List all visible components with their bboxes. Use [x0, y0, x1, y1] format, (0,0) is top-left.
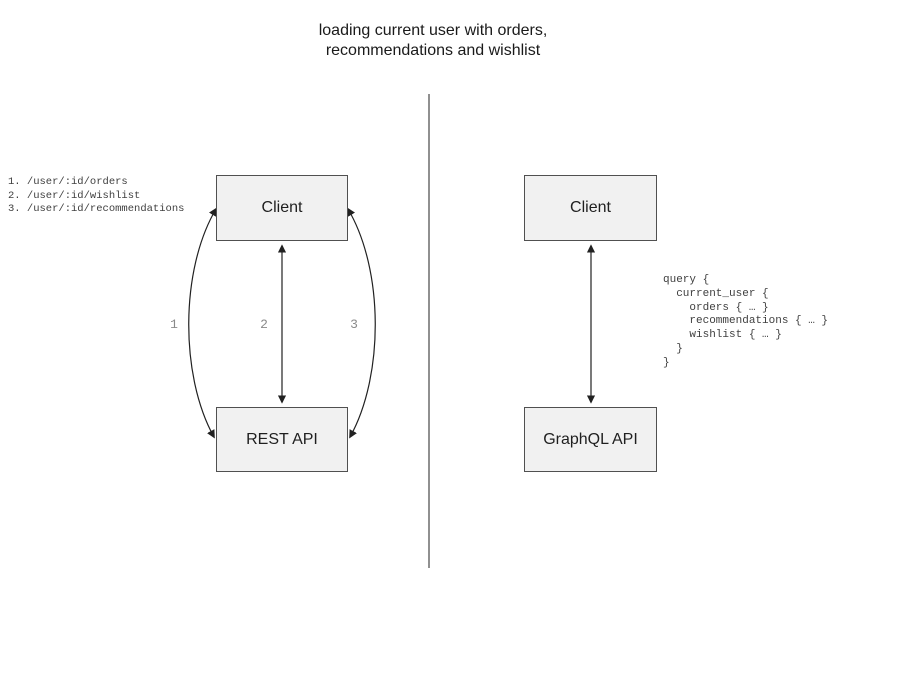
rest-endpoint-wishlist: 2. /user/:id/wishlist: [8, 189, 141, 202]
rest-endpoint-orders: 1. /user/:id/orders: [8, 176, 128, 188]
graphql-query-snippet: query { current_user { orders { … } reco…: [663, 274, 828, 371]
graphql-query-line: orders { … }: [663, 301, 769, 314]
graphql-client-box-label: Client: [570, 199, 611, 216]
graphql-query-line: }: [663, 356, 670, 369]
rest-endpoint-recommendations: 3. /user/:id/recommendations: [8, 203, 185, 215]
graphql-query-line: query {: [663, 274, 710, 286]
rest-api-box-label: REST API: [246, 430, 318, 448]
graphql-api-box: GraphQL API: [524, 407, 657, 472]
rest-arrow-3-curve: [347, 207, 376, 439]
rest-client-box: Client: [216, 175, 348, 241]
rest-endpoint-list: 1. /user/:id/orders 2. /user/:id/wishlis…: [8, 176, 184, 217]
graphql-query-line: }: [663, 342, 683, 355]
diagram-title: loading current user with orders, recomm…: [233, 21, 633, 61]
diagram-title-line2: recommendations and wishlist: [325, 42, 541, 59]
graphql-query-line: wishlist { … }: [663, 329, 782, 342]
rest-arrow-label-1: 1: [170, 317, 178, 332]
diagram-title-line1: loading current user with orders,: [318, 22, 548, 39]
rest-arrow-label-2: 2: [260, 317, 268, 332]
rest-client-box-label: Client: [261, 199, 303, 216]
graphql-api-box-label: GraphQL API: [543, 430, 638, 448]
rest-api-box: REST API: [216, 407, 348, 472]
graphql-query-line: recommendations { … }: [663, 315, 829, 328]
graphql-client-box: Client: [524, 175, 657, 241]
graphql-query-line: current_user {: [663, 287, 769, 300]
rest-arrow-label-3: 3: [350, 317, 358, 332]
rest-arrow-1-curve: [188, 207, 217, 439]
